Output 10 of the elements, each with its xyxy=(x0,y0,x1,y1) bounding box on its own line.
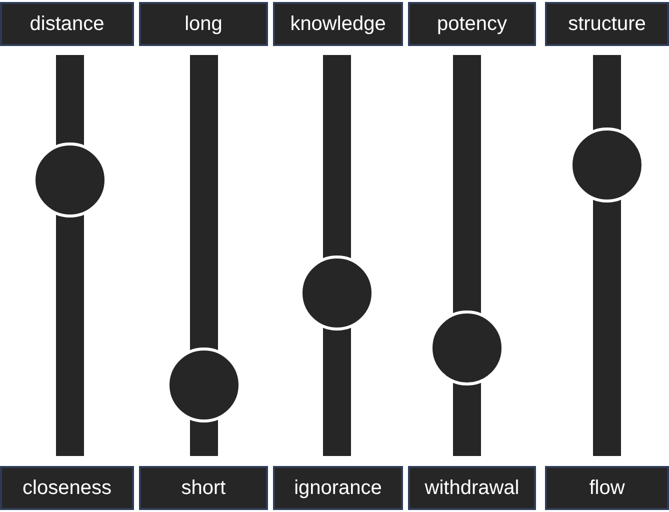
slider-label: closeness xyxy=(0,466,134,510)
slider-label: long xyxy=(139,2,268,46)
slider-label: flow xyxy=(545,466,669,510)
slider-label: knowledge xyxy=(273,2,403,46)
slider-label: short xyxy=(139,466,268,510)
slider-label: withdrawal xyxy=(408,466,536,510)
slider-label: structure xyxy=(545,2,669,46)
slider-label: ignorance xyxy=(273,466,403,510)
slider-label: distance xyxy=(0,2,134,46)
slider-label: potency xyxy=(408,2,536,46)
